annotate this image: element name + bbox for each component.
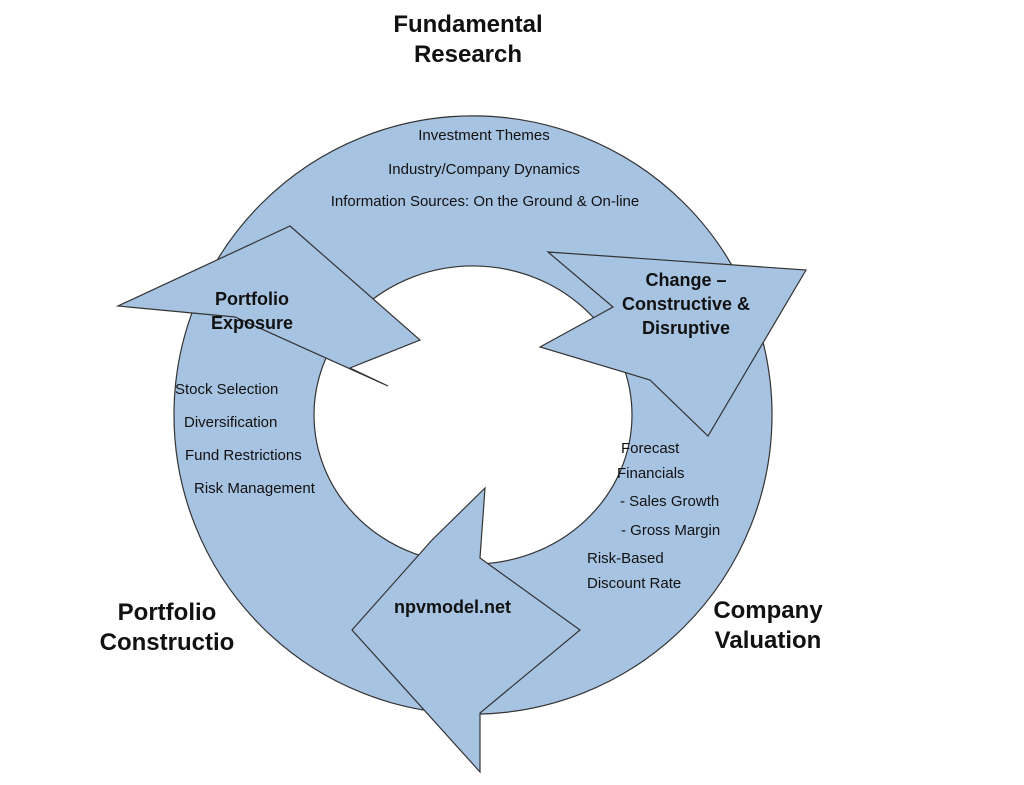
portfolio-exposure-label: Portfolio Exposure <box>210 289 294 333</box>
npvmodel-arrow-shape <box>351 486 581 774</box>
portfolio-exposure-arrow-shape <box>115 225 422 387</box>
stage-title-portfolio-construction: Portfolio Constructio <box>99 599 235 656</box>
portfolio-item: Risk Management <box>194 480 315 497</box>
change-arrow-shape <box>538 251 808 437</box>
research-item: Industry/Company Dynamics <box>388 161 580 178</box>
valuation-item: Discount Rate <box>587 575 682 592</box>
research-item: Information Sources: On the Ground & On-… <box>330 193 640 210</box>
valuation-item: - Gross Margin <box>621 522 721 539</box>
research-item: Investment Themes <box>418 127 550 144</box>
npvmodel-label: npvmodel.net <box>394 597 512 617</box>
stage-title-fundamental-research: Fundamental Research <box>393 11 543 68</box>
portfolio-item: Stock Selection <box>175 381 279 398</box>
portfolio-item: Fund Restrictions <box>185 447 302 464</box>
valuation-item: - Sales Growth <box>620 493 720 510</box>
portfolio-item: Diversification <box>184 414 278 431</box>
change-arrow-label: Change – Constructive & Disruptive <box>621 270 751 338</box>
valuation-item: Risk-Based <box>587 550 664 567</box>
valuation-item: Forecast <box>621 440 680 457</box>
stage-title-company-valuation: Company Valuation <box>713 597 823 654</box>
valuation-item: Financials <box>617 465 685 482</box>
